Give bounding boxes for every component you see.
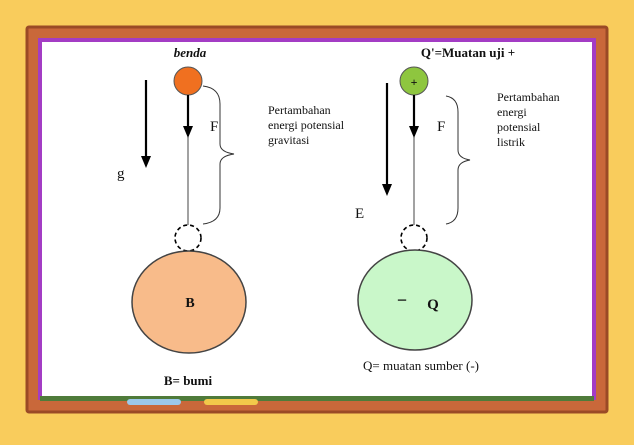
gravity-energy-line-3: gravitasi <box>268 133 310 147</box>
chalk-rail <box>40 396 594 401</box>
gravity-energy-line-2: energi potensial <box>268 118 345 132</box>
gravity-energy-line-1: Pertambahan <box>268 103 331 117</box>
electric-energy-line-2: energi <box>497 105 527 119</box>
electric-force-label: F <box>437 119 445 135</box>
electric-energy-line-4: listrik <box>497 135 525 149</box>
electric-energy-line-3: potensial <box>497 120 541 134</box>
test-charge-sign: + <box>411 75 418 89</box>
gravity-field-label: g <box>117 166 125 182</box>
test-charge-final-position <box>400 224 428 252</box>
source-charge-label: Q <box>427 297 439 313</box>
source-charge-sign: − <box>397 290 407 310</box>
object-mass <box>173 66 203 96</box>
object-final-position <box>174 224 202 252</box>
electric-force-arrowhead <box>409 126 419 138</box>
earth-label: B <box>185 296 194 311</box>
test-charge-label: Q'=Muatan uji + <box>421 45 515 60</box>
electric-field-arrowhead <box>382 184 392 196</box>
earth-body <box>131 250 247 354</box>
chalk-yellow <box>204 399 258 405</box>
board-panel <box>42 42 592 396</box>
gravity-force-label: F <box>210 119 218 135</box>
gravity-energy-brace <box>202 85 235 225</box>
electric-field-label: E <box>355 206 364 222</box>
earth-caption: B= bumi <box>164 373 213 388</box>
electric-energy-brace <box>445 95 471 225</box>
gravity-field-arrowhead <box>141 156 151 168</box>
gravity-force-arrowhead <box>183 126 193 138</box>
electric-energy-line-1: Pertambahan <box>497 90 560 104</box>
source-charge-caption: Q= muatan sumber (-) <box>363 358 479 373</box>
source-charge-body <box>357 249 473 351</box>
chalk-blue <box>127 399 181 405</box>
object-label: benda <box>174 45 207 60</box>
